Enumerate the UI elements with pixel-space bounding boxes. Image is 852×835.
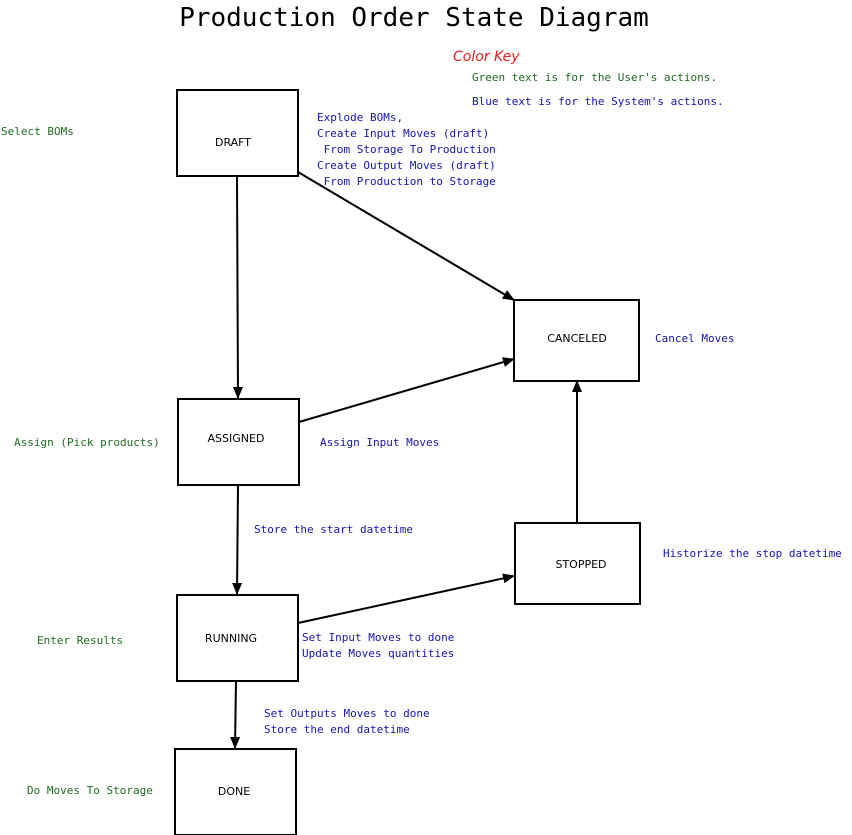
system-action-stopped: Historize the stop datetime xyxy=(663,547,842,560)
user-action-assigned: Assign (Pick products) xyxy=(14,436,160,449)
system-action-canceled: Cancel Moves xyxy=(655,332,734,345)
edge-draft-assigned xyxy=(231,165,243,399)
state-canceled: CANCELED xyxy=(513,299,640,382)
system-action-draft-1: Explode BOMs, xyxy=(317,111,403,124)
state-draft: DRAFT xyxy=(176,89,299,177)
state-done-box xyxy=(174,748,297,835)
state-done-label: DONE xyxy=(218,785,250,798)
state-draft-box xyxy=(176,89,299,177)
state-running-label: RUNNING xyxy=(205,632,257,645)
system-action-draft-3: From Storage To Production xyxy=(317,143,496,156)
state-done: DONE xyxy=(174,748,297,835)
user-actions: Select BOMs Assign (Pick products) Enter… xyxy=(1,125,160,797)
page-title: Production Order State Diagram xyxy=(179,3,649,33)
system-action-assigned: Assign Input Moves xyxy=(320,436,439,449)
user-action-running: Enter Results xyxy=(37,634,123,647)
system-action-running-1: Set Input Moves to done xyxy=(302,631,454,644)
edge-draft-canceled xyxy=(297,171,515,301)
color-key-blue-note: Blue text is for the System's actions. xyxy=(472,95,724,108)
state-assigned-label: ASSIGNED xyxy=(208,432,265,445)
system-action-draft-5: From Production to Storage xyxy=(317,175,496,188)
state-assigned-box xyxy=(177,398,300,486)
state-canceled-box xyxy=(513,299,640,382)
color-key-green-note: Green text is for the User's actions. xyxy=(472,71,717,84)
edge-running-stopped xyxy=(286,573,515,631)
system-action-draft-2: Create Input Moves (draft) xyxy=(317,127,489,140)
state-canceled-label: CANCELED xyxy=(547,332,607,345)
state-running-box xyxy=(176,594,299,682)
state-stopped-label: STOPPED xyxy=(555,558,606,571)
system-action-running-to-done-2: Store the end datetime xyxy=(264,723,410,736)
state-assigned: ASSIGNED xyxy=(177,398,300,486)
system-actions: Explode BOMs, Create Input Moves (draft)… xyxy=(254,111,842,736)
edge-running-done xyxy=(230,680,241,749)
system-action-assigned-to-running: Store the start datetime xyxy=(254,523,413,536)
state-draft-label: DRAFT xyxy=(215,136,251,149)
user-action-done: Do Moves To Storage xyxy=(27,784,153,797)
edge-assigned-canceled xyxy=(298,357,515,423)
transitions xyxy=(230,165,582,749)
edge-assigned-running xyxy=(232,484,243,595)
system-action-running-to-done-1: Set Outputs Moves to done xyxy=(264,707,430,720)
user-action-draft: Select BOMs xyxy=(1,125,74,138)
state-stopped: STOPPED xyxy=(514,522,641,605)
color-key-heading: Color Key xyxy=(453,49,520,65)
state-running: RUNNING xyxy=(176,594,299,682)
color-key: Color Key Green text is for the User's a… xyxy=(453,49,724,108)
system-action-running-2: Update Moves quantities xyxy=(302,647,454,660)
system-action-draft-4: Create Output Moves (draft) xyxy=(317,159,496,172)
state-stopped-box xyxy=(514,522,641,605)
